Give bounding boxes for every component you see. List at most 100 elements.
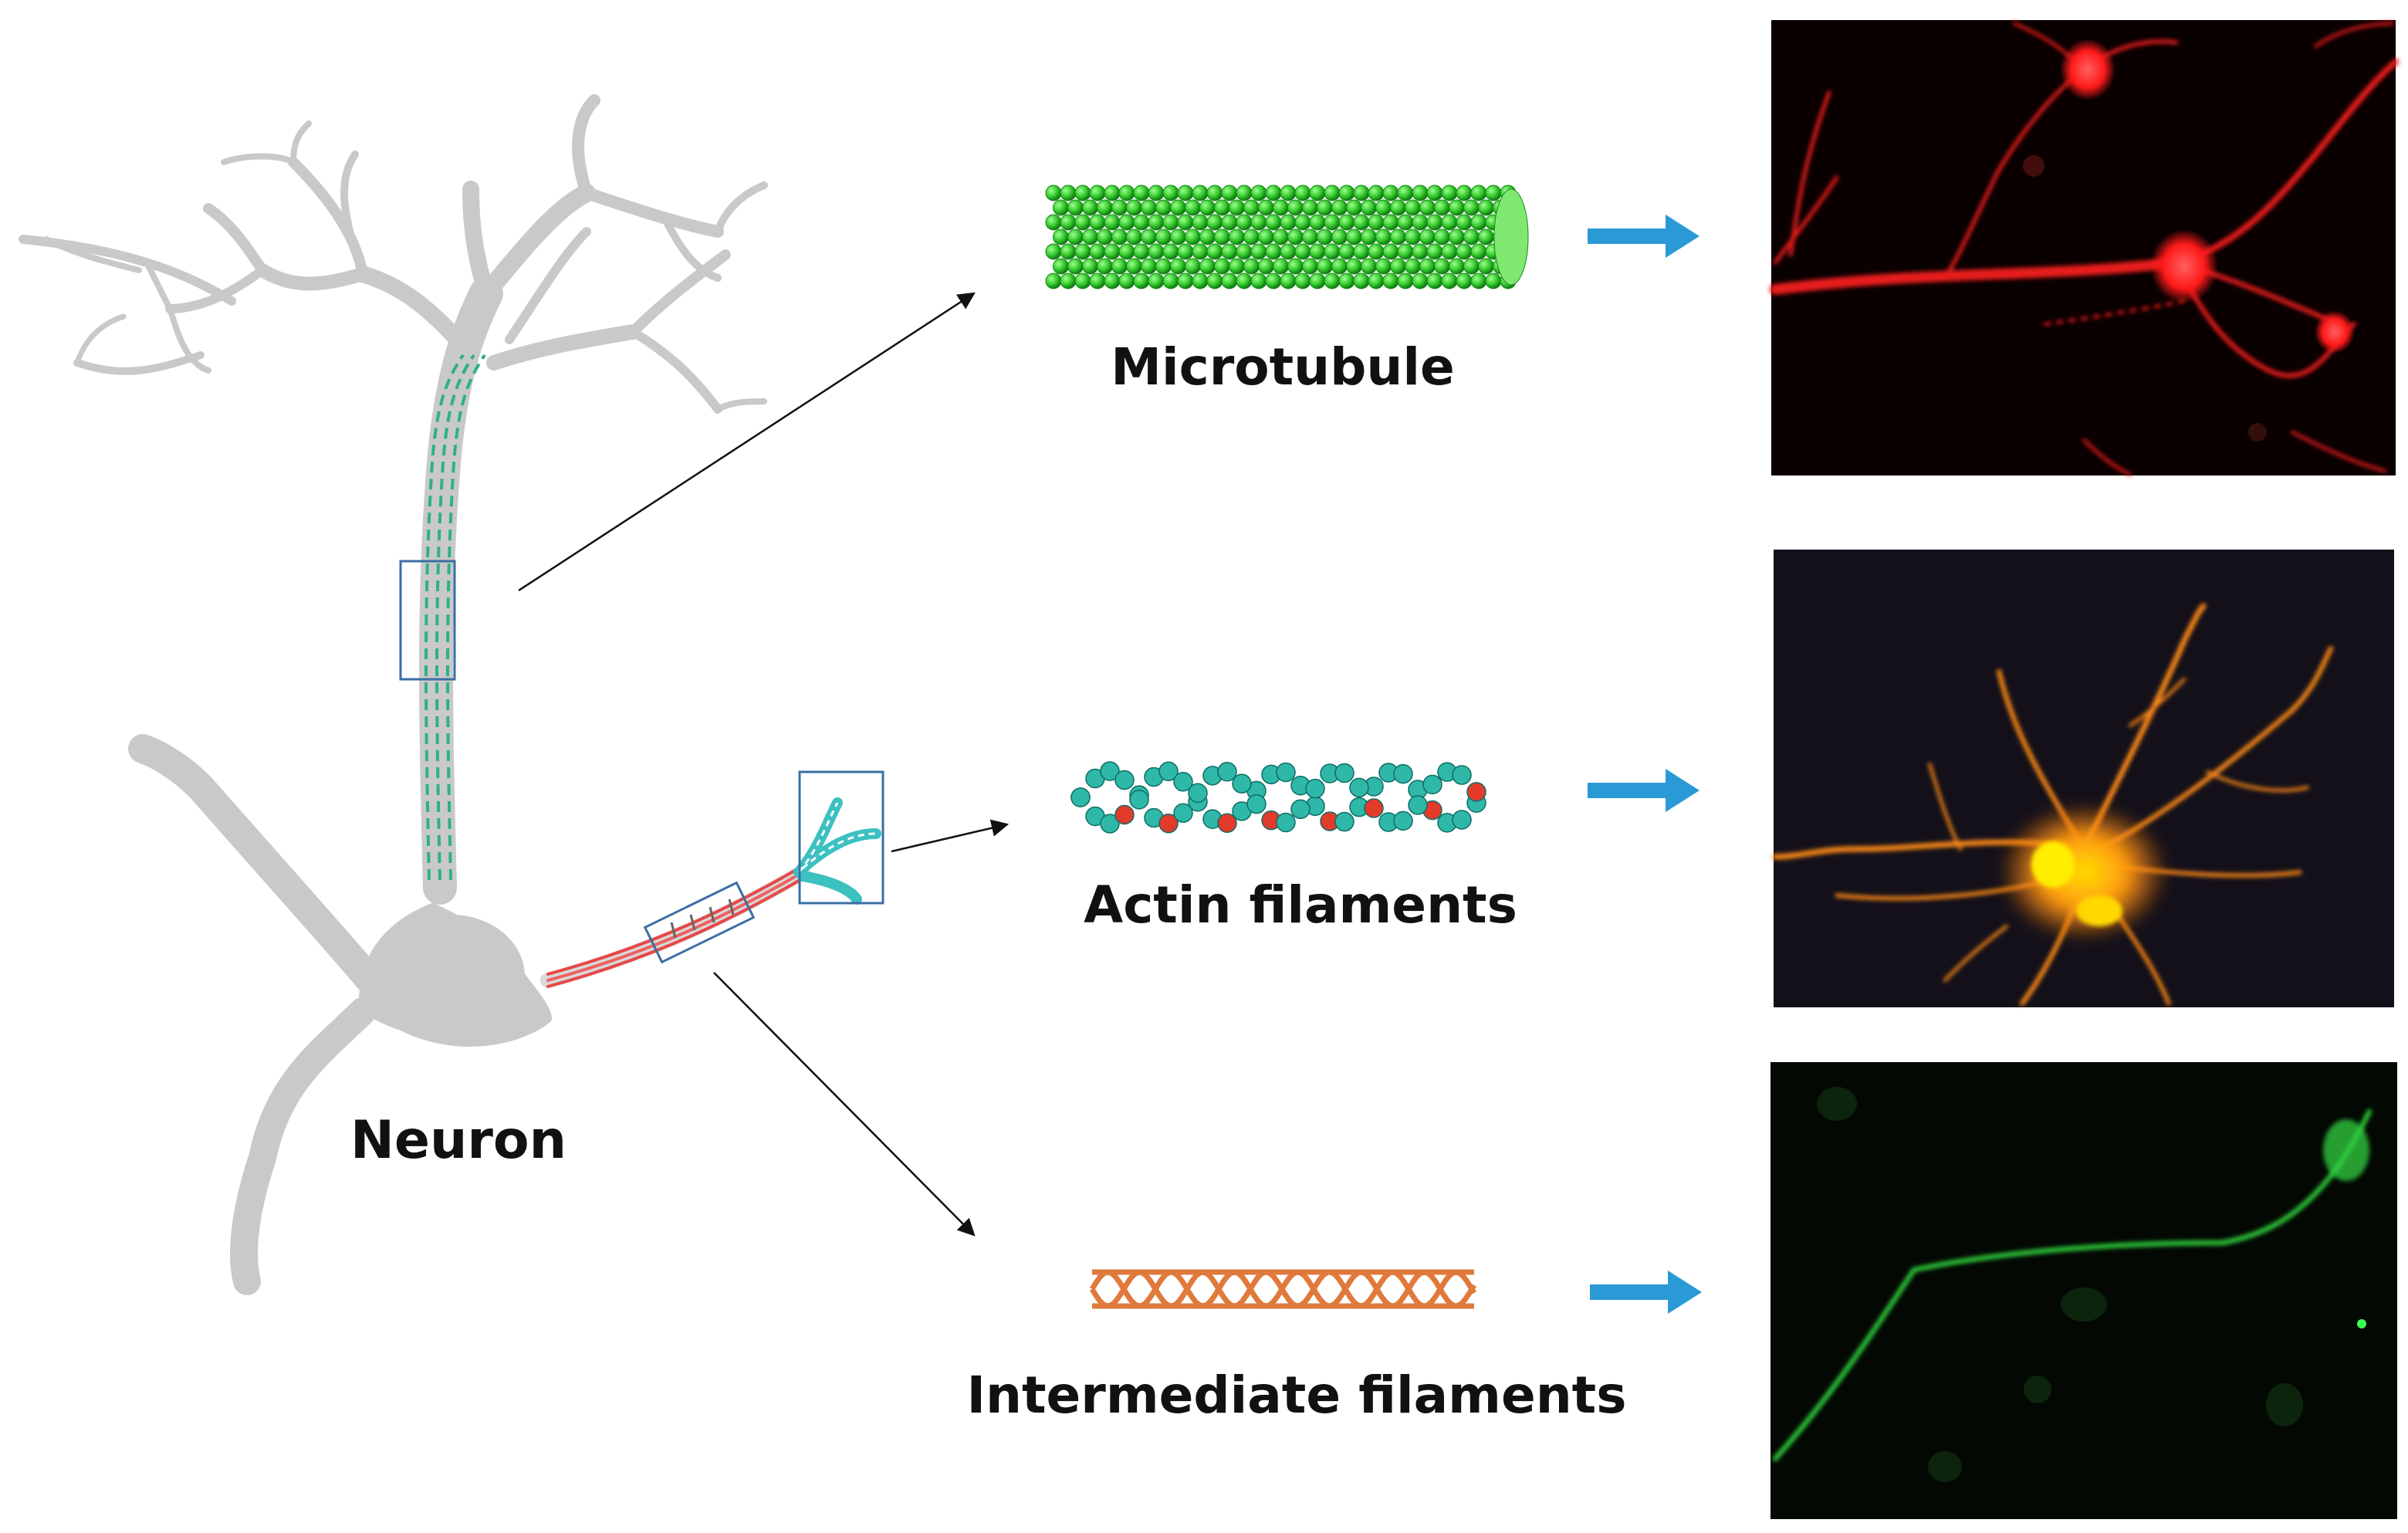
microtubule-subunit (1441, 243, 1458, 260)
microtubule-subunit (1353, 243, 1370, 260)
microtubule-subunit (1412, 272, 1429, 289)
microtubule-subunit (1309, 272, 1326, 289)
microtubule-subunit (1375, 258, 1392, 275)
microtubule-subunit (1470, 272, 1487, 289)
microtubule-subunit (1390, 228, 1406, 245)
microtubule-subunit (1324, 243, 1341, 260)
microtubule-subunit (1118, 243, 1135, 260)
microtubule-subunit (1074, 184, 1091, 201)
microtubule-subunit (1382, 243, 1399, 260)
microtubule-subunit (1258, 228, 1274, 245)
microtubule-icon (1045, 184, 1529, 289)
actin-filament-icon (1070, 761, 1486, 834)
microtubule-subunit (1456, 184, 1473, 201)
actin-monomer (1114, 804, 1135, 825)
microtubule-subunit (1243, 228, 1260, 245)
microtubule-subunit (1060, 272, 1077, 289)
microtubule-subunit (1162, 214, 1179, 231)
microtubule-subunit (1405, 199, 1421, 216)
actin-monomer (1114, 770, 1135, 790)
microtubule-subunit (1104, 243, 1121, 260)
microtubule-subunit (1294, 214, 1311, 231)
microtubule-subunit (1485, 184, 1502, 201)
microtubule-subunit (1243, 258, 1260, 275)
microtubule-subunit (1375, 199, 1392, 216)
microtubule-subunit (1053, 258, 1069, 275)
microtubule-subunit (1317, 258, 1333, 275)
microtubule-subunit (1148, 184, 1165, 201)
microtubule-subunit (1045, 184, 1062, 201)
microtubule-subunit (1074, 243, 1091, 260)
microtubule-subunit (1082, 199, 1098, 216)
microtubule-subunit (1229, 228, 1245, 245)
microtubule-subunit (1214, 228, 1230, 245)
microtubule-subunit (1294, 243, 1311, 260)
microtubule-subunit (1302, 199, 1318, 216)
microtubule-subunit (1419, 258, 1436, 275)
microtubule-subunit (1463, 258, 1480, 275)
microtubule-subunit (1141, 258, 1157, 275)
microtubule-subunit (1338, 184, 1355, 201)
microtubule-subunit (1074, 214, 1091, 231)
microtubule-subunit (1133, 184, 1150, 201)
microtubule-subunit (1089, 272, 1106, 289)
microtubule-subunit (1353, 272, 1370, 289)
microtubule-subunit (1346, 228, 1362, 245)
microtubule-subunit (1104, 184, 1121, 201)
microtubule-subunit (1449, 199, 1465, 216)
microtubule-subunit (1111, 199, 1128, 216)
microtubule-end-cap (1493, 188, 1529, 286)
microtubule-subunit (1141, 228, 1157, 245)
microtubule-subunit (1309, 214, 1326, 231)
microtubule-subunit (1111, 258, 1128, 275)
zoom-boxes (399, 560, 884, 964)
microtubule-subunit (1470, 214, 1487, 231)
arrow-intermediate (1590, 1271, 1702, 1314)
microtubule-subunit (1273, 199, 1289, 216)
microtubule-subunit (1192, 272, 1209, 289)
microtubule-subunit (1294, 272, 1311, 289)
microtubule-subunit (1067, 258, 1084, 275)
microtubule-subunit (1258, 258, 1274, 275)
microtubule-subunit (1141, 199, 1157, 216)
actin-monomer (1393, 810, 1413, 831)
microtubule-subunit (1214, 258, 1230, 275)
microtubule-subunit (1361, 228, 1377, 245)
microtubule-subunit (1280, 214, 1297, 231)
microtubule-subunit (1170, 258, 1186, 275)
microtubule-subunit (1346, 199, 1362, 216)
microtubule-subunit (1434, 199, 1450, 216)
microtubule-subunit (1280, 243, 1297, 260)
microtubule-subunit (1089, 184, 1106, 201)
microtubule-subunit (1221, 214, 1238, 231)
microtubule-subunit (1478, 258, 1494, 275)
microtubule-subunit (1221, 243, 1238, 260)
microtubule-subunit (1053, 228, 1069, 245)
label-intermediate-filaments: Intermediate filaments (966, 1365, 1626, 1425)
microtubule-subunit (1155, 258, 1172, 275)
microtubule-subunit (1089, 243, 1106, 260)
microtubule-subunit (1185, 258, 1201, 275)
microtubule-subunit (1412, 214, 1429, 231)
actin-monomer (1173, 803, 1193, 823)
microtubule-subunit (1309, 243, 1326, 260)
microtubule-subunit (1265, 243, 1282, 260)
pointer-to-actin (891, 819, 1010, 853)
microtubule-subunit (1097, 228, 1113, 245)
microtubule-subunit (1287, 258, 1304, 275)
microtubule-subunit (1280, 184, 1297, 201)
microtubule-subunit (1258, 199, 1274, 216)
microtubule-subunit (1250, 214, 1267, 231)
microtubule-subunit (1287, 199, 1304, 216)
microtubule-subunit (1382, 184, 1399, 201)
microtubule-subunit (1206, 214, 1223, 231)
microtubule-subunit (1368, 243, 1385, 260)
microtubule-subunit (1214, 199, 1230, 216)
actin-monomer (1349, 777, 1369, 798)
microtubule-subunit (1456, 243, 1473, 260)
microtubule-subunit (1133, 214, 1150, 231)
microtubule-subunit (1441, 214, 1458, 231)
microtubule-subunit (1243, 199, 1260, 216)
microtubule-subunit (1082, 228, 1098, 245)
microtubule-subunit (1118, 184, 1135, 201)
